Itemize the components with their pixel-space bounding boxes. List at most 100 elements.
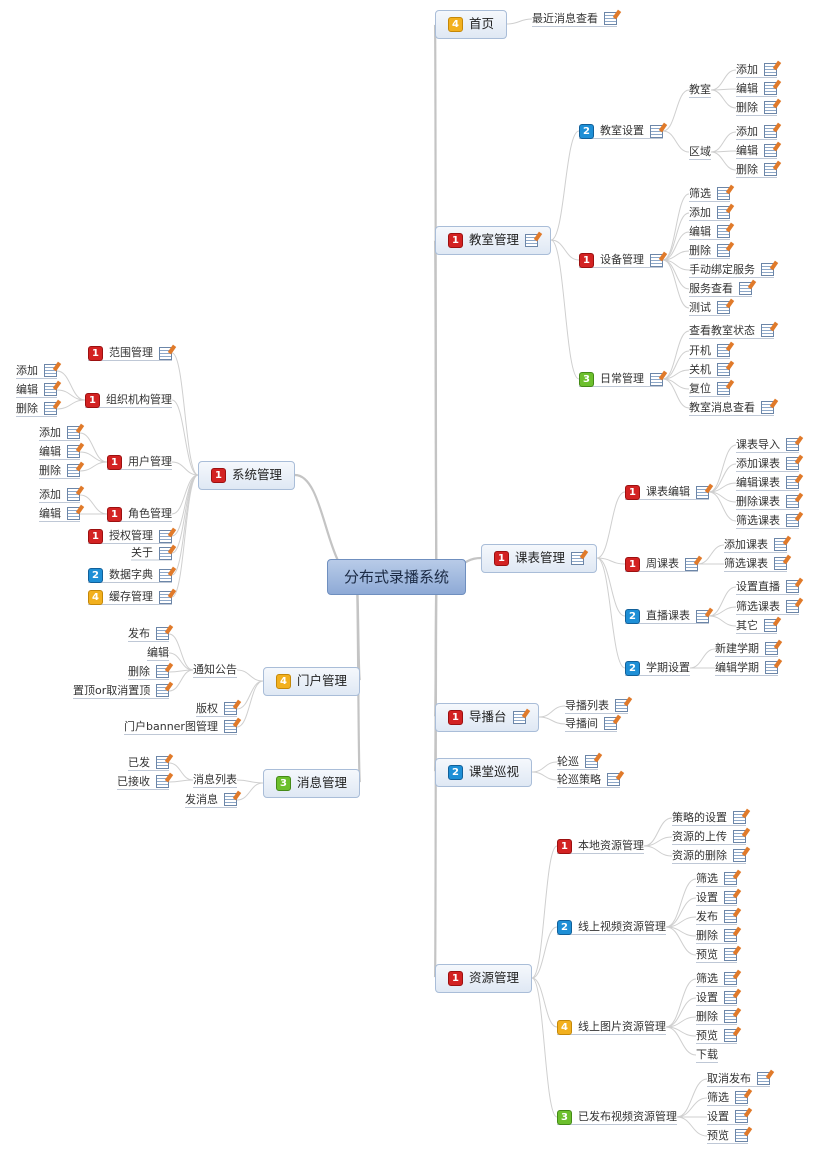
note-icon[interactable] bbox=[786, 514, 799, 527]
note-icon[interactable] bbox=[724, 1010, 737, 1023]
note-icon[interactable] bbox=[733, 811, 746, 824]
topic-ml-1[interactable]: 已发 bbox=[128, 756, 169, 771]
note-icon[interactable] bbox=[156, 756, 169, 769]
note-icon[interactable] bbox=[764, 82, 777, 95]
topic-sw-1[interactable]: 添加课表 bbox=[724, 538, 787, 553]
topic-por-banner[interactable]: 门户banner图管理 bbox=[124, 720, 237, 735]
topic-dir-1[interactable]: 导播列表 bbox=[565, 699, 628, 714]
topic-daily-3[interactable]: 关机 bbox=[689, 363, 730, 378]
topic-rs-area[interactable]: 区域 bbox=[689, 145, 711, 160]
note-icon[interactable] bbox=[733, 830, 746, 843]
topic-rs-room[interactable]: 教室 bbox=[689, 83, 711, 98]
note-icon[interactable] bbox=[717, 382, 730, 395]
note-icon[interactable] bbox=[724, 910, 737, 923]
note-icon[interactable] bbox=[696, 485, 709, 499]
note-icon[interactable] bbox=[724, 872, 737, 885]
topic-rl-3[interactable]: 资源的删除 bbox=[672, 849, 746, 864]
topic-rs-room-add[interactable]: 添加 bbox=[736, 63, 777, 78]
topic-se-3[interactable]: 编辑课表 bbox=[736, 476, 799, 491]
note-icon[interactable] bbox=[67, 507, 80, 520]
topic-rs-room-edit[interactable]: 编辑 bbox=[736, 82, 777, 97]
note-icon[interactable] bbox=[724, 991, 737, 1004]
note-icon[interactable] bbox=[156, 684, 170, 697]
note-icon[interactable] bbox=[733, 849, 746, 862]
note-icon[interactable] bbox=[650, 372, 663, 386]
topic-ri-4[interactable]: 预览 bbox=[696, 1029, 737, 1044]
note-icon[interactable] bbox=[786, 495, 799, 508]
note-icon[interactable] bbox=[67, 464, 80, 477]
note-icon[interactable] bbox=[765, 661, 778, 674]
topic-rl-2[interactable]: 资源的上传 bbox=[672, 830, 746, 845]
note-icon[interactable] bbox=[786, 476, 799, 489]
note-icon[interactable] bbox=[585, 755, 598, 768]
topic-dir-2[interactable]: 导播间 bbox=[565, 717, 617, 732]
topic-pn-3[interactable]: 删除 bbox=[128, 665, 169, 680]
note-icon[interactable] bbox=[159, 346, 172, 360]
topic-sl-3[interactable]: 其它 bbox=[736, 619, 777, 634]
topic-daily-2[interactable]: 开机 bbox=[689, 344, 730, 359]
note-icon[interactable] bbox=[764, 125, 777, 138]
topic-dev-2[interactable]: 添加 bbox=[689, 206, 730, 221]
topic-ml-2[interactable]: 已接收 bbox=[117, 775, 169, 790]
topic-pn-1[interactable]: 发布 bbox=[128, 627, 169, 642]
topic-dev-6[interactable]: 服务查看 bbox=[689, 282, 752, 297]
note-icon[interactable] bbox=[159, 568, 172, 582]
topic-sw-2[interactable]: 筛选课表 bbox=[724, 557, 787, 572]
note-icon[interactable] bbox=[159, 590, 172, 604]
topic-rp-2[interactable]: 筛选 bbox=[707, 1091, 748, 1106]
note-icon[interactable] bbox=[786, 457, 799, 470]
note-icon[interactable] bbox=[764, 144, 777, 157]
topic-pn-2[interactable]: 编辑 bbox=[147, 646, 169, 661]
topic-dev-3[interactable]: 编辑 bbox=[689, 225, 730, 240]
note-icon[interactable] bbox=[685, 557, 698, 571]
note-icon[interactable] bbox=[717, 301, 730, 314]
topic-msg-list[interactable]: 消息列表 bbox=[193, 773, 237, 788]
topic-dev-7[interactable]: 测试 bbox=[689, 301, 730, 316]
topic-ri-3[interactable]: 删除 bbox=[696, 1010, 737, 1025]
note-icon[interactable] bbox=[724, 1029, 737, 1042]
note-icon[interactable] bbox=[159, 546, 172, 560]
note-icon[interactable] bbox=[571, 551, 585, 565]
note-icon[interactable] bbox=[223, 720, 237, 733]
note-icon[interactable] bbox=[764, 163, 777, 176]
topic-dev-1[interactable]: 筛选 bbox=[689, 187, 730, 202]
note-icon[interactable] bbox=[761, 324, 774, 337]
note-icon[interactable] bbox=[67, 445, 80, 458]
topic-se-2[interactable]: 添加课表 bbox=[736, 457, 799, 472]
note-icon[interactable] bbox=[717, 244, 730, 257]
topic-ri-5[interactable]: 下载 bbox=[696, 1048, 718, 1063]
note-icon[interactable] bbox=[67, 426, 80, 439]
note-icon[interactable] bbox=[739, 282, 752, 295]
note-icon[interactable] bbox=[717, 187, 730, 200]
note-icon[interactable] bbox=[156, 775, 169, 788]
note-icon[interactable] bbox=[44, 364, 57, 377]
topic-rv-4[interactable]: 删除 bbox=[696, 929, 737, 944]
central-topic[interactable]: 分布式录播系统 bbox=[327, 559, 467, 595]
topic-rl-1[interactable]: 策略的设置 bbox=[672, 811, 746, 826]
note-icon[interactable] bbox=[615, 699, 628, 712]
topic-se-1[interactable]: 课表导入 bbox=[736, 438, 799, 453]
topic-por-copy[interactable]: 版权 bbox=[196, 702, 237, 717]
topic-sys-about[interactable]: 关于 bbox=[131, 546, 172, 560]
topic-por-notice[interactable]: 通知公告 bbox=[193, 663, 237, 678]
topic-st-1[interactable]: 新建学期 bbox=[715, 642, 778, 657]
topic-pat-1[interactable]: 轮巡 bbox=[557, 755, 598, 770]
topic-ri-1[interactable]: 筛选 bbox=[696, 972, 737, 987]
note-icon[interactable] bbox=[724, 891, 737, 904]
note-icon[interactable] bbox=[774, 538, 787, 551]
note-icon[interactable] bbox=[765, 642, 778, 655]
note-icon[interactable] bbox=[604, 12, 617, 25]
note-icon[interactable] bbox=[735, 1129, 748, 1142]
